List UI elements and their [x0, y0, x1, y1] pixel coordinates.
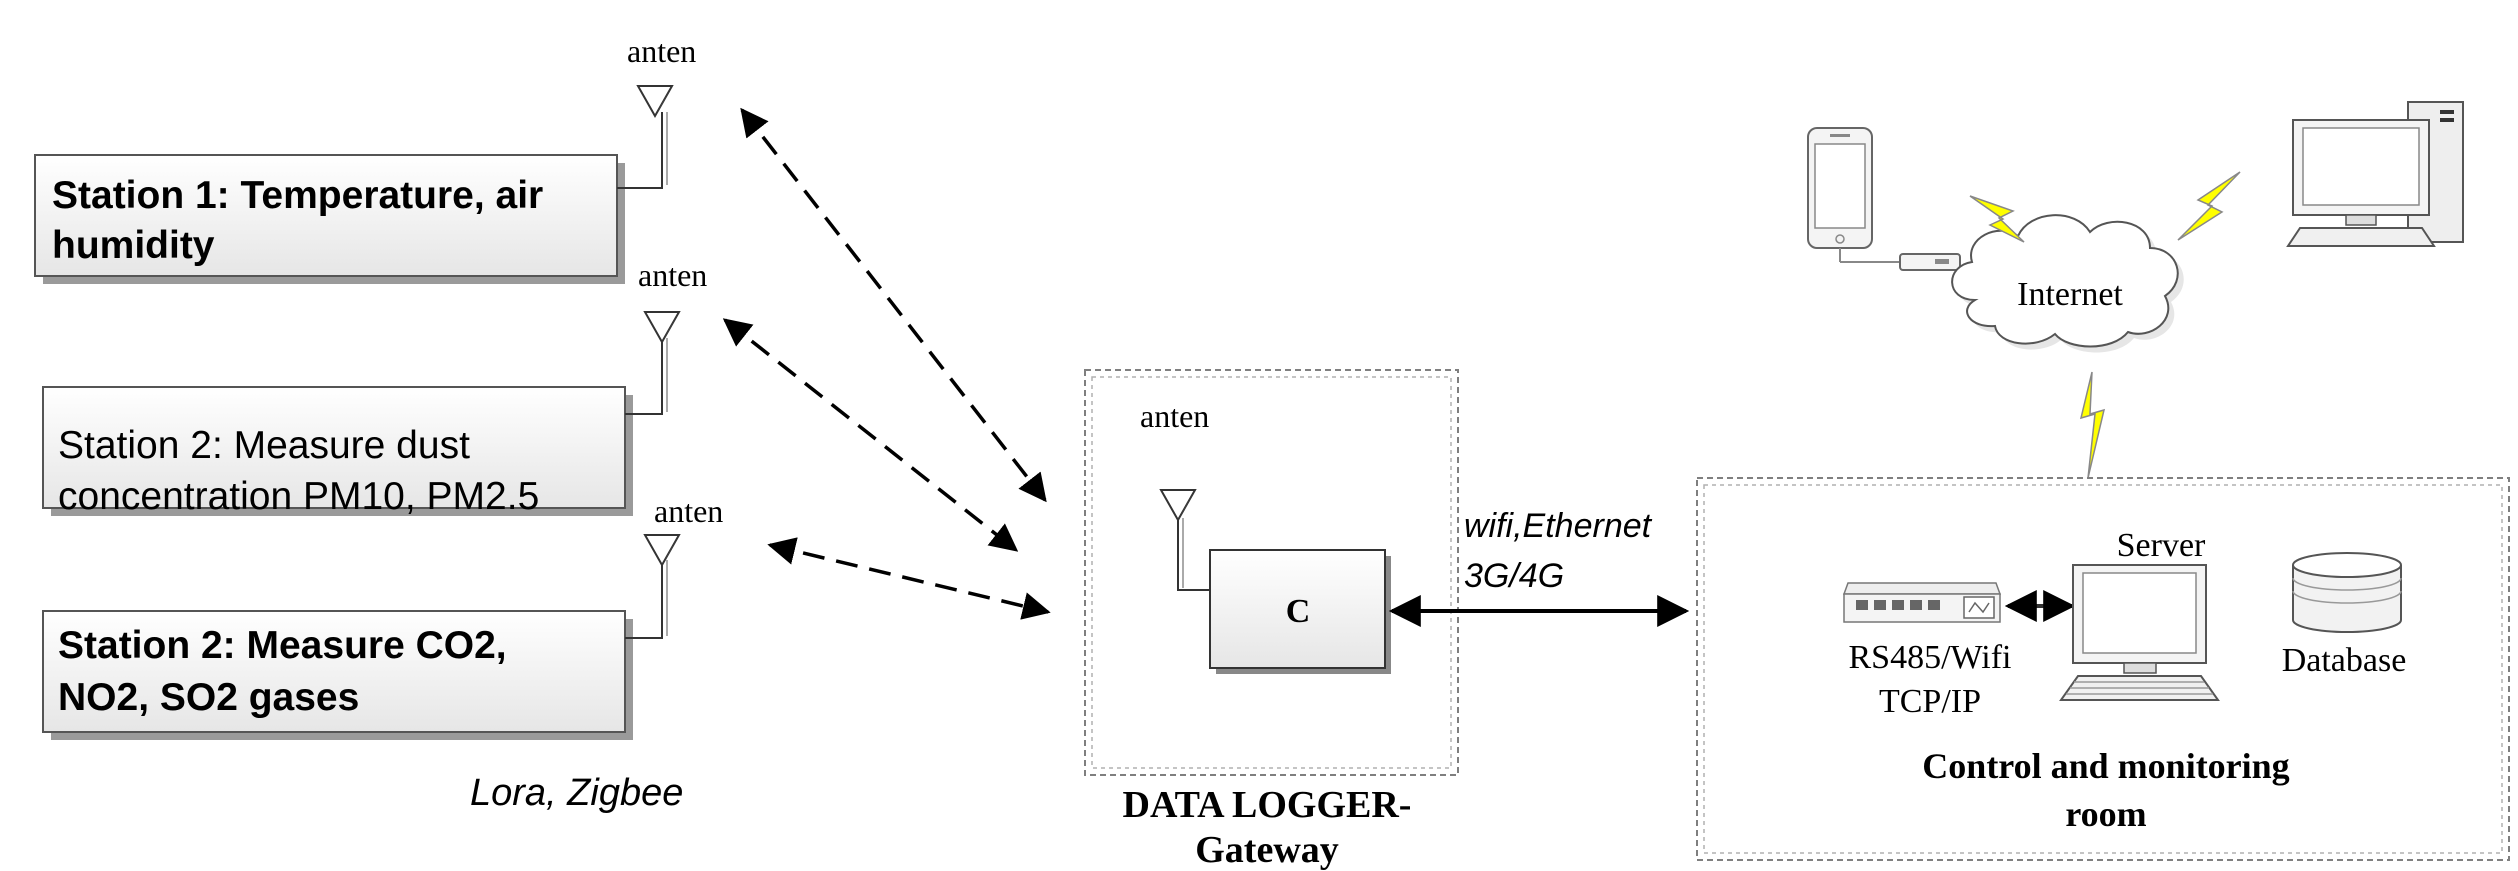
controller-box — [1209, 549, 1391, 674]
station-3: Station 2: Measure CO2, NO2, SO2 gases — [42, 610, 633, 740]
station-3-title-line2: NO2, SO2 gases — [58, 676, 359, 719]
gateway-antenna-label: anten — [1140, 398, 1209, 434]
converter-label-line1: RS485/Wifi — [1849, 639, 2012, 676]
station-1: Station 1: Temperature, air humidity — [34, 154, 625, 284]
station-2-title-line2: concentration PM10, PM2.5 — [58, 475, 539, 518]
link-label-line2: 3G/4G — [1464, 557, 1564, 595]
control-room-title-line2: room — [2065, 794, 2146, 834]
station-1-antenna-label: anten — [627, 33, 696, 69]
phone-icon — [1807, 127, 1961, 271]
database-icon — [2292, 552, 2402, 633]
wireless-link-station-3 — [767, 537, 1051, 620]
station-1-title-line1: Station 1: Temperature, air — [52, 174, 543, 217]
lightning-icon-phone — [1969, 195, 2025, 243]
gateway-title-line2: Gateway — [1195, 829, 1339, 871]
desktop-computer-icon — [2286, 101, 2464, 247]
controller-label: C — [1286, 593, 1311, 630]
control-room — [1696, 477, 2510, 861]
converter-switch-icon — [1842, 582, 2002, 623]
lightning-icon-computer — [2177, 171, 2241, 241]
station-1-antenna-icon — [617, 85, 674, 189]
link-label-line1: wifi,Ethernet — [1464, 507, 1653, 545]
station-2-antenna-label: anten — [638, 257, 707, 293]
gateway-title-line1: DATA LOGGER- — [1123, 784, 1412, 826]
station-1-title-line2: humidity — [52, 224, 215, 267]
cloud-icon — [1951, 214, 2184, 353]
database-label: Database — [2282, 642, 2407, 679]
station-3-title-line1: Station 2: Measure CO2, — [58, 624, 507, 667]
station-3-antenna-icon — [625, 534, 681, 639]
lightning-icon-room — [2079, 371, 2106, 479]
wireless-protocol-label: Lora, Zigbee — [470, 772, 683, 814]
server-computer-icon — [2059, 564, 2220, 701]
converter-label-line2: TCP/IP — [1879, 683, 1981, 720]
gateway-antenna-icon — [1159, 489, 1211, 591]
gateway — [1084, 369, 1459, 776]
control-room-title-line1: Control and monitoring — [1922, 746, 2289, 786]
wireless-link-station-1 — [740, 107, 1047, 503]
station-3-antenna-label: anten — [654, 493, 723, 529]
station-2-title-line1: Station 2: Measure dust — [58, 424, 470, 467]
server-label: Server — [2117, 527, 2206, 564]
wireless-link-station-2 — [722, 318, 1019, 552]
station-2: Station 2: Measure dust concentration PM… — [42, 386, 633, 518]
cloud-label: Internet — [2017, 276, 2123, 313]
station-2-antenna-icon — [625, 311, 681, 415]
wireless-links — [722, 107, 1051, 620]
